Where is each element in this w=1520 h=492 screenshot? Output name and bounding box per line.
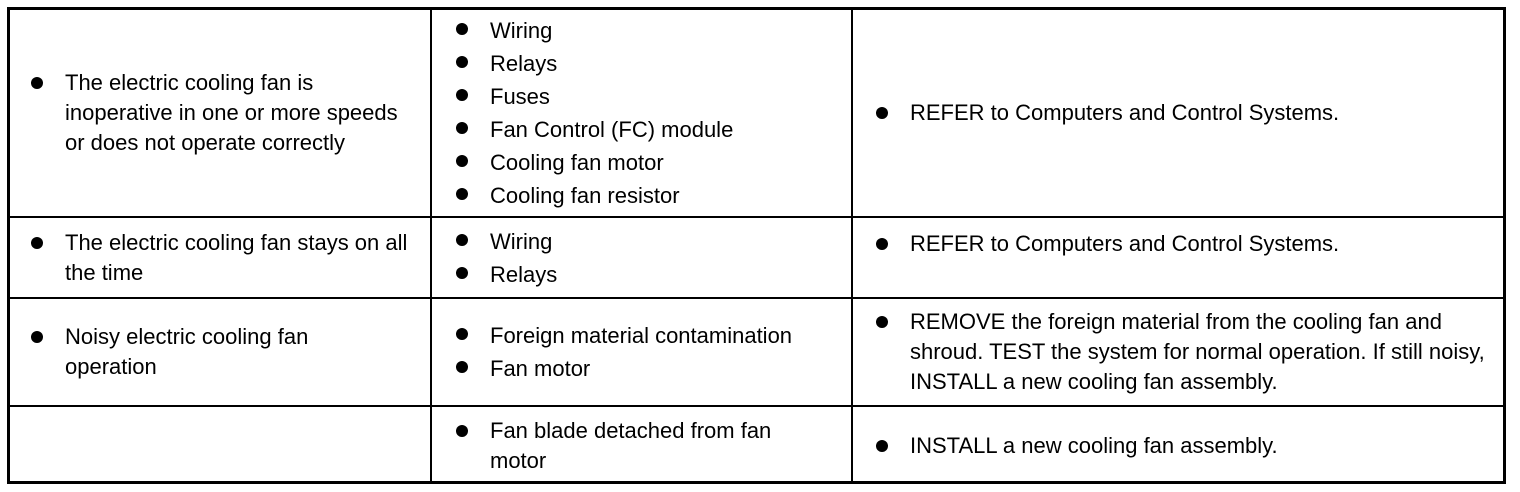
source-item: Wiring bbox=[456, 225, 846, 258]
table-row: Noisy electric cooling fan operation For… bbox=[10, 299, 1503, 405]
condition-text: Noisy electric cooling fan operation bbox=[31, 322, 411, 382]
condition-text: The electric cooling fan is inoperative … bbox=[31, 68, 411, 158]
condition-cell: Noisy electric cooling fan operation bbox=[31, 299, 411, 405]
source-item: Fan Control (FC) module bbox=[456, 113, 846, 146]
action-text: INSTALL a new cooling fan assembly. bbox=[876, 431, 1501, 461]
action-cell: REMOVE the foreign material from the coo… bbox=[876, 299, 1501, 405]
condition-cell: The electric cooling fan stays on all th… bbox=[31, 218, 426, 297]
source-item: Foreign material contamination bbox=[456, 319, 846, 352]
table-row: The electric cooling fan stays on all th… bbox=[10, 218, 1503, 297]
source-cell: Foreign material contamination Fan motor bbox=[456, 299, 846, 405]
condition-cell bbox=[31, 407, 411, 484]
action-cell: REFER to Computers and Control Systems. bbox=[876, 10, 1501, 216]
source-item: Cooling fan motor bbox=[456, 146, 846, 179]
row-divider bbox=[10, 405, 1503, 407]
source-item: Wiring bbox=[456, 14, 846, 47]
source-item: Fuses bbox=[456, 80, 846, 113]
action-text: REFER to Computers and Control Systems. bbox=[876, 98, 1501, 128]
table-row: Fan blade detached from fan motor INSTAL… bbox=[10, 407, 1503, 484]
action-cell: REFER to Computers and Control Systems. bbox=[876, 218, 1501, 297]
source-cell: Wiring Relays bbox=[456, 218, 846, 297]
source-item: Relays bbox=[456, 47, 846, 80]
source-cell: Wiring Relays Fuses Fan Control (FC) mod… bbox=[456, 10, 846, 216]
condition-text: The electric cooling fan stays on all th… bbox=[31, 228, 426, 288]
row-divider bbox=[10, 216, 1503, 218]
action-text: REFER to Computers and Control Systems. bbox=[876, 229, 1501, 259]
source-item: Relays bbox=[456, 258, 846, 291]
action-cell: INSTALL a new cooling fan assembly. bbox=[876, 407, 1501, 484]
column-divider bbox=[430, 10, 432, 481]
column-divider bbox=[851, 10, 853, 481]
diagnosis-table: The electric cooling fan is inoperative … bbox=[7, 7, 1506, 484]
source-cell: Fan blade detached from fan motor bbox=[456, 407, 846, 484]
action-text: REMOVE the foreign material from the coo… bbox=[876, 307, 1501, 397]
condition-cell: The electric cooling fan is inoperative … bbox=[31, 10, 411, 216]
source-item: Cooling fan resistor bbox=[456, 179, 846, 212]
table-row: The electric cooling fan is inoperative … bbox=[10, 10, 1503, 216]
source-item: Fan blade detached from fan motor bbox=[456, 416, 846, 476]
row-divider bbox=[10, 297, 1503, 299]
source-item: Fan motor bbox=[456, 352, 846, 385]
